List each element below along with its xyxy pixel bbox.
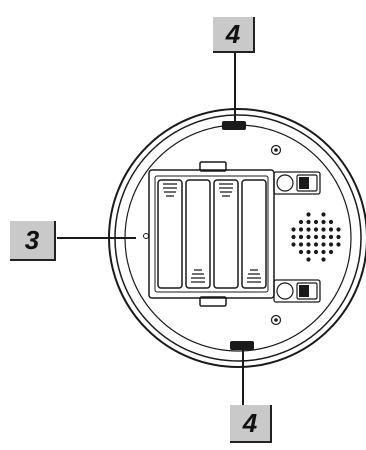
battery-compartment [148,161,275,307]
battery-pin [143,233,149,239]
bottom-connector [273,279,321,303]
speaker-hole [328,219,334,225]
speaker-hole [321,234,326,240]
speaker-hole [298,219,304,225]
speaker-hole [306,234,311,240]
speaker-hole [321,219,326,225]
speaker-hole [321,212,326,217]
speaker-hole [291,227,296,232]
callout-label-top: 4 [213,17,255,53]
speaker-hole [313,227,319,232]
speaker-hole [306,257,311,262]
speaker-hole [306,227,311,232]
speaker-hole [313,242,319,247]
speaker-hole [328,227,334,232]
callout-label-bottom: 4 [230,405,272,443]
speaker-hole [306,212,311,217]
speaker-hole [291,234,296,240]
speaker-hole [313,234,319,240]
battery-springs [163,183,261,283]
speaker-hole [336,234,341,240]
speaker-hole [336,242,341,247]
speaker-hole [328,234,334,240]
speaker-hole [328,242,334,247]
speaker-hole [291,242,296,247]
speaker-hole [306,242,311,247]
screw-bottom [270,314,282,326]
speaker-hole [298,249,304,255]
screw-top [270,144,282,156]
speaker-hole [298,227,304,232]
speaker-hole [298,242,304,247]
speaker-hole [313,249,319,255]
speaker-hole [321,249,326,255]
speaker-hole [298,234,304,240]
speaker-hole [313,219,319,225]
speaker-hole [321,227,326,232]
speaker-hole [328,249,334,255]
callout-label-left: 3 [10,221,56,261]
bottom-mounting-slot [230,341,254,350]
top-mounting-slot [222,121,246,130]
speaker-hole [321,257,326,262]
speaker-hole [306,249,311,255]
speaker-hole [306,219,311,225]
top-connector [273,171,321,195]
speaker-grille [291,212,341,262]
speaker-hole [321,242,326,247]
speaker-hole [336,227,341,232]
